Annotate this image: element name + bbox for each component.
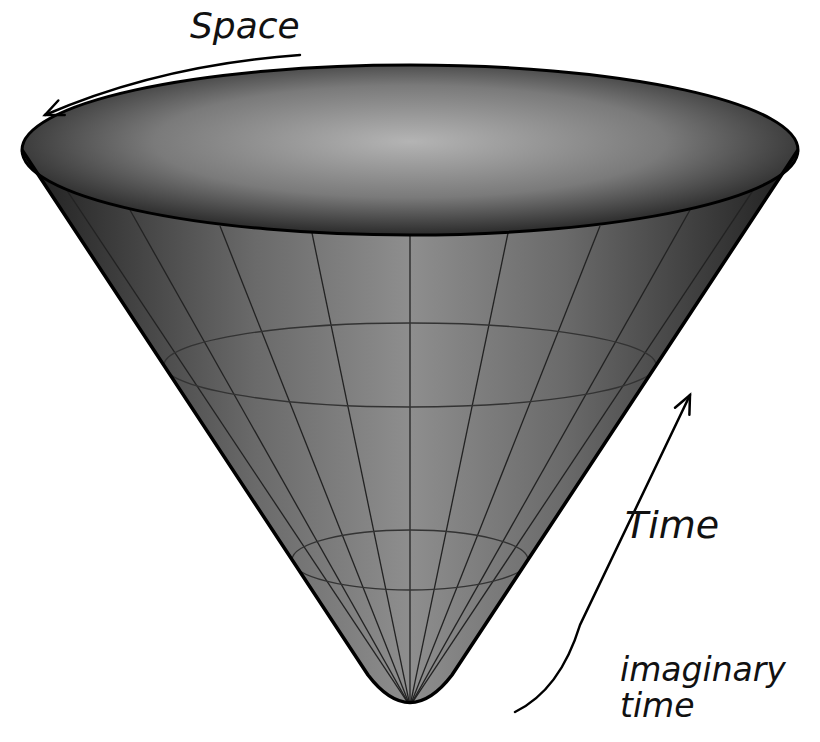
- grid-lines: [60, 180, 760, 706]
- cone-top: [22, 65, 798, 235]
- space-arrow: [45, 55, 300, 115]
- cone-outline: [22, 150, 798, 703]
- axis-label: imaginary time: [620, 652, 786, 725]
- axis-label: Space: [190, 6, 300, 46]
- axis-label: Time: [625, 505, 719, 547]
